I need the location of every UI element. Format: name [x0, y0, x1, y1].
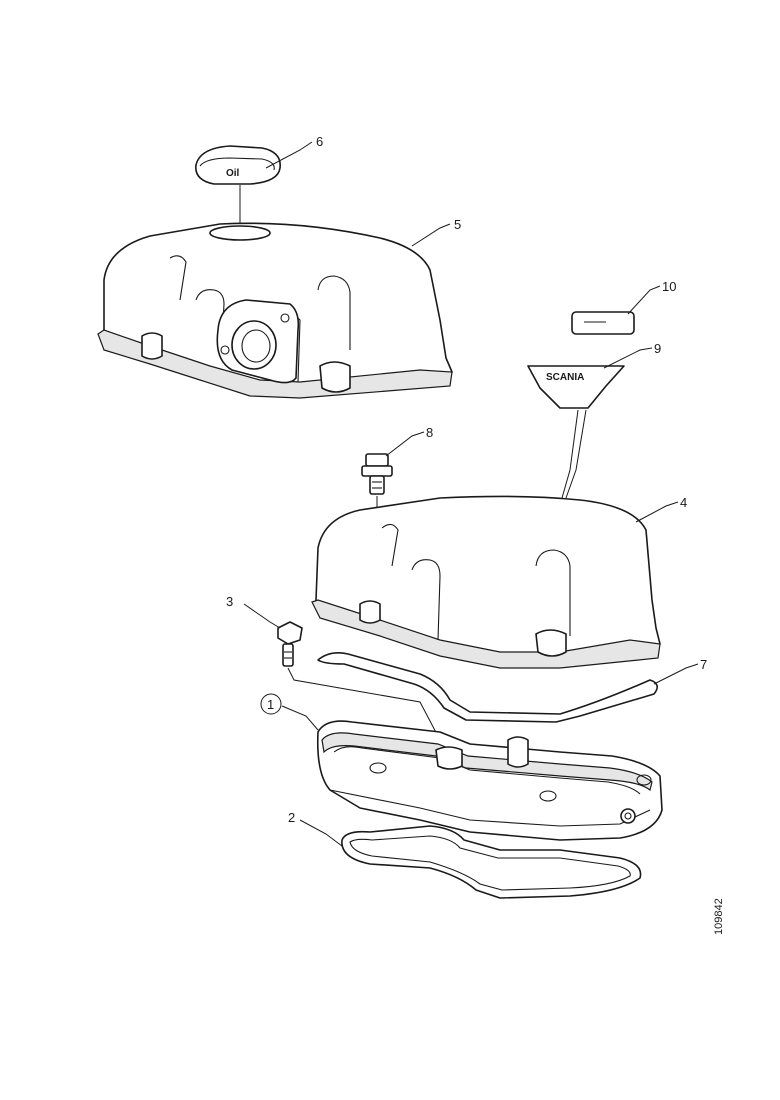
lower-valve-cover: [311, 495, 661, 669]
callout-1: 1: [267, 697, 274, 712]
callout-9: 9: [654, 341, 661, 356]
callout-7: 7: [700, 657, 707, 672]
callout-8: 8: [426, 425, 433, 440]
callout-4: 4: [680, 495, 687, 510]
mounting-bolt: [277, 621, 441, 741]
breather-valve: [361, 453, 393, 600]
decal-brand-text: SCANIA: [546, 372, 584, 383]
oil-filler-cap: Oil: [195, 145, 281, 232]
upper-valve-cover: [97, 222, 453, 399]
scania-decal: SCANIA: [527, 365, 625, 499]
callout-leaders: [243, 141, 699, 847]
baffle-tray: [316, 720, 663, 841]
cover-gasket: [317, 652, 658, 723]
callout-10: 10: [662, 279, 676, 294]
drawing-number: 109842: [713, 898, 725, 935]
callout-5: 5: [454, 217, 461, 232]
callout-3: 3: [226, 594, 233, 609]
callout-2: 2: [288, 810, 295, 825]
oil-cap-text: Oil: [226, 168, 240, 179]
label-strip: [571, 311, 635, 335]
callout-1-circle: 1: [260, 693, 282, 715]
lower-gasket: [341, 825, 642, 899]
callout-6: 6: [316, 134, 323, 149]
